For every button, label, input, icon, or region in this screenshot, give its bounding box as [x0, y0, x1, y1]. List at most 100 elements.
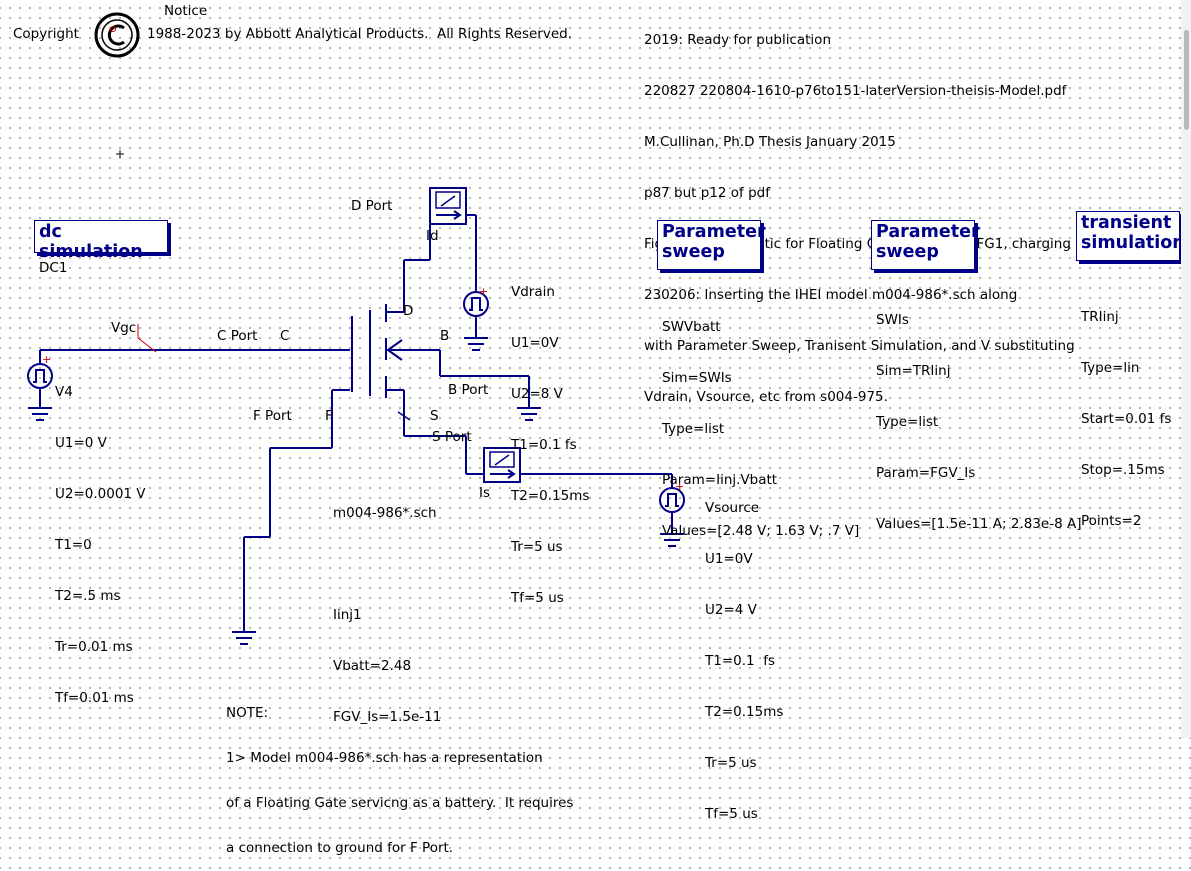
schematic-canvas[interactable] — [0, 0, 1191, 738]
scrollbar-thumb[interactable] — [1184, 30, 1189, 130]
property[interactable]: Param=FGV_Is — [876, 465, 976, 481]
sweep-title: Parameter — [876, 222, 980, 242]
transient-properties[interactable]: TRIinj Type=lin Start=0.01 fs Stop=.15ms… — [1081, 275, 1171, 547]
note-line: 1> Model m004-986*.sch has a representat… — [226, 750, 543, 766]
ground-icon[interactable] — [517, 407, 541, 421]
copyright-text: 1988-2023 by Abbott Analytical Products.… — [147, 26, 573, 42]
dc-simulation-title: dc simulation — [39, 222, 143, 262]
port-label-d: D Port — [351, 198, 393, 214]
transient-title: simulation — [1081, 233, 1185, 253]
property[interactable]: Tr=5 us — [705, 755, 757, 771]
wire-label-vgc[interactable]: Vgc — [111, 320, 137, 336]
ground-icon[interactable] — [660, 533, 684, 547]
vertical-scrollbar[interactable] — [1181, 0, 1191, 738]
property[interactable]: Tf=5 us — [511, 590, 564, 606]
property[interactable]: V4 — [55, 384, 73, 400]
note-line: p87 but p12 of pdf — [644, 185, 770, 201]
property[interactable]: Sim=TRIinj — [876, 363, 951, 379]
property[interactable]: SWVbatt — [662, 319, 721, 335]
vdrain-properties[interactable]: Vdrain U1=0V U2=8 V T1=0.1 fs T2=0.15ms … — [511, 250, 589, 624]
property[interactable]: U1=0V — [511, 335, 559, 351]
transient-simulation-block[interactable]: transient simulation — [1076, 211, 1185, 261]
property[interactable]: Iinj1 — [333, 607, 362, 623]
property[interactable]: T1=0.1 fs — [705, 653, 775, 669]
subcircuit-properties[interactable]: m004-986*.sch Iinj1 Vbatt=2.48 FGV_Is=1.… — [333, 471, 441, 743]
ammeter-label-id[interactable]: Id — [426, 228, 439, 244]
property[interactable]: U1=0V — [705, 551, 753, 567]
property[interactable]: SWIs — [876, 312, 909, 328]
floating-gate-transistor[interactable] — [351, 297, 440, 400]
wire-label-pointer — [137, 324, 157, 353]
notice-title: Notice — [164, 3, 208, 19]
property[interactable]: m004-986*.sch — [333, 505, 437, 521]
property — [333, 556, 441, 573]
property[interactable]: U2=4 V — [705, 602, 757, 618]
ammeter-id-icon[interactable] — [429, 187, 467, 225]
property[interactable]: Tr=5 us — [511, 539, 563, 555]
property[interactable]: Param=Iinj.Vbatt — [662, 472, 778, 488]
property[interactable]: FGV_Is=1.5e-11 — [333, 709, 442, 725]
property[interactable]: U1=0 V — [55, 435, 107, 451]
port-label-s: S Port — [432, 429, 472, 445]
property[interactable]: Type=list — [662, 421, 725, 437]
note-line: 2019: Ready for publication — [644, 32, 832, 48]
sweep1-properties[interactable]: SWVbatt Sim=SWIs Type=list Param=Iinj.Vb… — [662, 285, 859, 557]
ground-icon[interactable] — [28, 407, 52, 421]
sweep-title: sweep — [662, 242, 725, 262]
note-line: 230206: Inserting the IHEI model m004-98… — [644, 287, 1018, 303]
parameter-sweep-block-2[interactable]: Parameter sweep — [871, 220, 980, 270]
ground-icon[interactable] — [232, 631, 256, 645]
property[interactable]: Start=0.01 fs — [1081, 411, 1172, 427]
note-line: a connection to ground for F Port. — [226, 840, 454, 856]
note-text[interactable]: NOTE: 1> Model m004-986*.sch has a repre… — [226, 676, 573, 871]
property[interactable]: TRIinj — [1081, 309, 1119, 325]
property[interactable]: Tf=5 us — [705, 806, 758, 822]
note-line: NOTE: — [226, 705, 269, 721]
note-line: M.Cullinan, Ph.D Thesis January 2015 — [644, 134, 896, 150]
sweep-title: Parameter — [662, 222, 766, 242]
port-label-f: F Port — [253, 408, 292, 424]
pin-label-b: B — [440, 328, 450, 344]
pulse-source-vsource-icon[interactable] — [659, 487, 685, 513]
property[interactable]: T1=0.1 fs — [511, 437, 577, 453]
property[interactable]: Tr=0.01 ms — [55, 639, 133, 655]
cursor-crosshair-icon — [116, 150, 124, 158]
dc-simulation-name[interactable]: DC1 — [39, 260, 68, 276]
pin-label-f: F — [325, 408, 333, 424]
property[interactable]: Vsource — [705, 500, 760, 516]
property[interactable]: T2=0.15ms — [705, 704, 784, 720]
property[interactable]: T1=0 — [55, 537, 92, 553]
note-line: of a Floating Gate servicng as a battery… — [226, 795, 574, 811]
pulse-source-v4-icon[interactable] — [27, 363, 53, 389]
copyright-icon — [94, 12, 140, 58]
dc-simulation-block[interactable]: dc simulation — [34, 220, 168, 262]
property[interactable]: U2=0.0001 V — [55, 486, 146, 502]
property[interactable]: Values=[1.5e-11 A; 2.83e-8 A] — [876, 516, 1082, 532]
ground-icon[interactable] — [464, 337, 488, 351]
note-line: 220827 220804-1610-p76to151-laterVersion… — [644, 83, 1067, 99]
sweep2-properties[interactable]: SWIs Sim=TRIinj Type=list Param=FGV_Is V… — [876, 278, 1082, 550]
ammeter-is-icon[interactable] — [483, 447, 521, 483]
v4-properties[interactable]: V4 U1=0 V U2=0.0001 V T1=0 T2=.5 ms Tr=0… — [55, 350, 146, 724]
property[interactable]: Vbatt=2.48 — [333, 658, 412, 674]
pulse-source-vdrain-icon[interactable] — [463, 291, 489, 317]
property[interactable]: Type=lin — [1081, 360, 1140, 376]
property[interactable]: Tf=0.01 ms — [55, 690, 134, 706]
vsource-properties[interactable]: Vsource U1=0V U2=4 V T1=0.1 fs T2=0.15ms… — [705, 466, 783, 840]
pin-label-c: C — [280, 328, 290, 344]
property[interactable]: Values=[2.48 V; 1.63 V; .7 V] — [662, 523, 860, 539]
property[interactable]: Type=list — [876, 414, 939, 430]
property[interactable]: U2=8 V — [511, 386, 563, 402]
property[interactable]: Points=2 — [1081, 513, 1142, 529]
ammeter-label-is[interactable]: Is — [479, 485, 491, 501]
parameter-sweep-block-1[interactable]: Parameter sweep — [657, 220, 766, 270]
property[interactable]: T2=.5 ms — [55, 588, 121, 604]
pin-label-s: S — [430, 408, 439, 424]
property[interactable]: Vdrain — [511, 284, 555, 300]
property[interactable]: T2=0.15ms — [511, 488, 590, 504]
plus-sign: + — [479, 285, 489, 298]
property[interactable]: Sim=SWIs — [662, 370, 732, 386]
port-label-b: B Port — [448, 382, 489, 398]
pin-label-d: D — [403, 303, 414, 319]
property[interactable]: Stop=.15ms — [1081, 462, 1165, 478]
